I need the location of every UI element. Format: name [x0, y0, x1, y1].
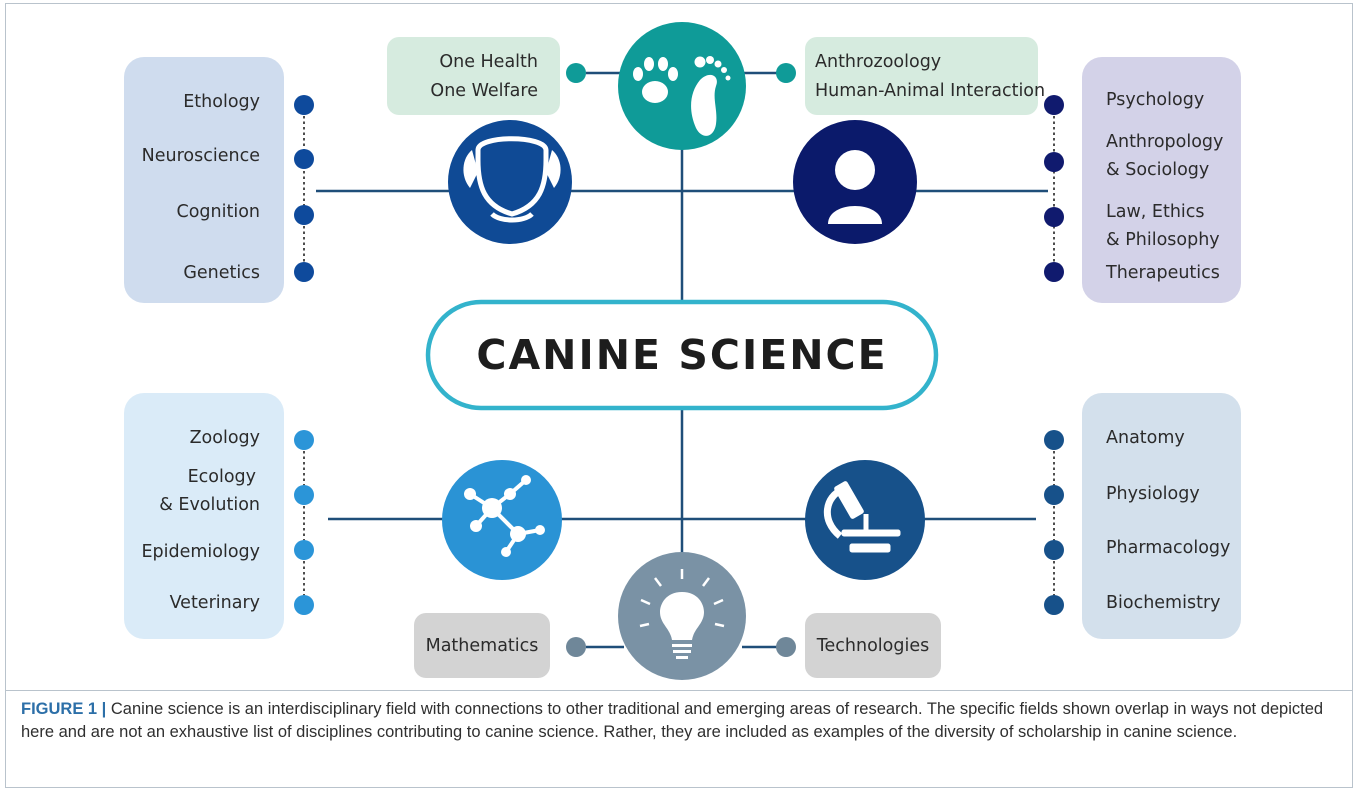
panel-item-neuroscience: Neuroscience — [141, 146, 260, 166]
panel-item-cognition: Cognition — [176, 202, 260, 222]
anthrozoology-box — [805, 37, 1038, 115]
upper-left-dots — [294, 95, 314, 282]
molecule-icon — [442, 460, 562, 580]
panel-item-veterinary: Veterinary — [169, 593, 260, 613]
panel-item-therapeutics: Therapeutics — [1106, 263, 1220, 283]
dotted-lines — [303, 105, 1055, 605]
top-left-dot — [566, 63, 586, 83]
technologies-label: Technologies — [816, 636, 930, 656]
dog-head-icon — [448, 120, 572, 244]
panel-item-philosophy: & Philosophy — [1106, 230, 1220, 250]
upper-right-dots — [1044, 95, 1064, 282]
mathematics-box — [414, 613, 550, 678]
paw-and-footprint-icon — [618, 22, 746, 150]
caption-label: FIGURE 1 | — [21, 700, 107, 718]
caption-divider — [6, 690, 1352, 691]
one-health-label: One Health — [439, 52, 538, 72]
panel-item-epidemiology: Epidemiology — [141, 542, 260, 562]
lower-left-dots — [294, 430, 314, 615]
upper-left-panel — [124, 57, 284, 303]
bottom-right-dot — [776, 637, 796, 657]
panel-item-law-ethics: Law, Ethics — [1106, 202, 1205, 222]
panel-item-genetics: Genetics — [183, 263, 260, 283]
panel-item-physiology: Physiology — [1106, 484, 1200, 504]
panel-item-pharmacology: Pharmacology — [1106, 538, 1231, 558]
panel-item-sociology: & Sociology — [1106, 160, 1210, 180]
upper-right-panel — [1082, 57, 1241, 303]
person-icon — [793, 120, 917, 244]
caption-text: Canine science is an interdisciplinary f… — [21, 700, 1324, 741]
mathematics-label: Mathematics — [425, 636, 539, 656]
panel-item-ecology: Ecology — [187, 467, 256, 487]
top-right-dot — [776, 63, 796, 83]
panel-item-anthropology: Anthropology — [1106, 132, 1224, 152]
center-ellipse — [425, 299, 939, 411]
lightbulb-icon — [618, 552, 746, 680]
one-welfare-label: One Welfare — [430, 81, 538, 101]
figure-caption: FIGURE 1 | Canine science is an interdis… — [21, 698, 1339, 744]
anthrozoology-label: Anthrozoology — [815, 52, 942, 72]
panel-item-evolution: & Evolution — [159, 495, 260, 515]
panel-item-psychology: Psychology — [1106, 90, 1205, 110]
lower-right-dots — [1044, 430, 1064, 615]
one-health-box — [387, 37, 560, 115]
panel-item-zoology: Zoology — [189, 428, 260, 448]
lower-right-panel — [1082, 393, 1241, 639]
microscope-icon — [805, 460, 925, 580]
technologies-box — [805, 613, 941, 678]
center-title: CANINE SCIENCE — [476, 331, 888, 379]
panel-item-ethology: Ethology — [183, 92, 260, 112]
lower-left-panel — [124, 393, 284, 639]
bottom-left-dot — [566, 637, 586, 657]
human-animal-interaction-label: Human-Animal Interaction — [815, 81, 1046, 101]
panel-item-anatomy: Anatomy — [1106, 428, 1185, 448]
panel-item-biochemistry: Biochemistry — [1106, 593, 1221, 613]
